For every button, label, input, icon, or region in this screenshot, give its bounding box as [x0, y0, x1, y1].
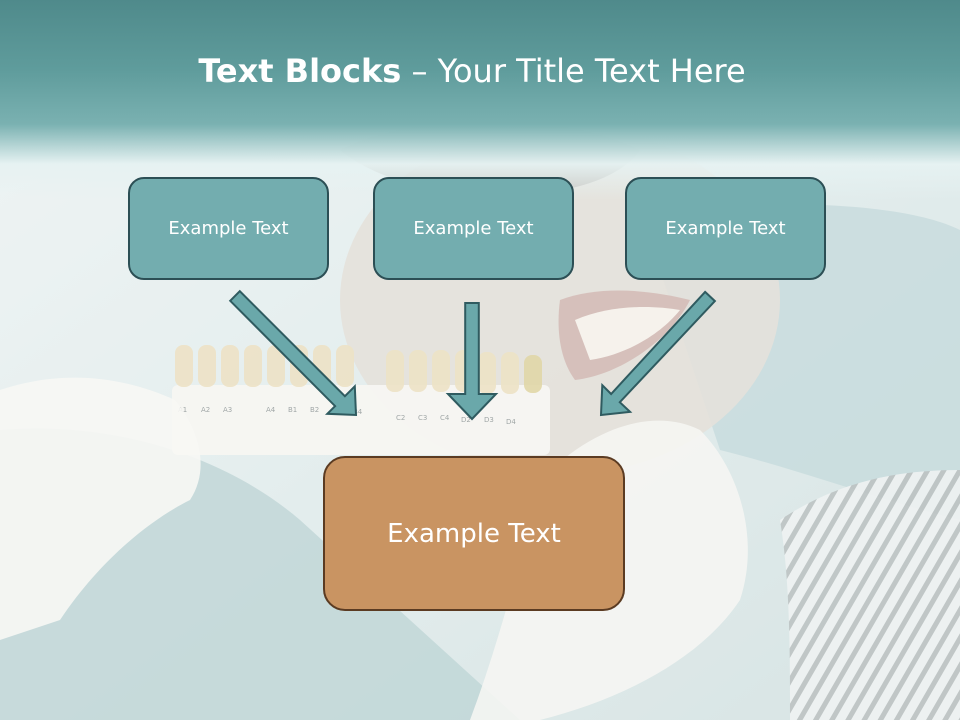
target-text-block-label: Example Text — [387, 518, 561, 549]
svg-text:C4: C4 — [440, 414, 450, 422]
svg-text:B1: B1 — [288, 406, 297, 414]
title-bold: Text Blocks — [198, 52, 402, 90]
svg-text:A2: A2 — [201, 406, 210, 414]
svg-text:B4: B4 — [353, 408, 363, 416]
header-band — [0, 0, 960, 200]
text-block-2-label: Example Text — [413, 218, 534, 239]
text-block-1-label: Example Text — [168, 218, 289, 239]
svg-text:A3: A3 — [223, 406, 232, 414]
target-text-block[interactable]: Example Text — [323, 456, 625, 611]
svg-text:A1: A1 — [178, 406, 187, 414]
text-block-1[interactable]: Example Text — [128, 177, 329, 280]
arrow-left — [228, 289, 358, 417]
text-block-2[interactable]: Example Text — [373, 177, 574, 280]
svg-text:A4: A4 — [266, 406, 276, 414]
title-rest: – Your Title Text Here — [401, 52, 746, 90]
text-block-3-label: Example Text — [665, 218, 786, 239]
svg-text:D2: D2 — [461, 416, 471, 424]
svg-text:C2: C2 — [396, 414, 405, 422]
arrow-right — [599, 290, 717, 417]
svg-text:B2: B2 — [310, 406, 319, 414]
slide-title: Text Blocks – Your Title Text Here — [0, 52, 944, 90]
svg-text:D3: D3 — [484, 416, 494, 424]
arrow-center — [445, 302, 499, 421]
text-block-3[interactable]: Example Text — [625, 177, 826, 280]
svg-text:D4: D4 — [506, 418, 516, 426]
svg-text:C3: C3 — [418, 414, 427, 422]
